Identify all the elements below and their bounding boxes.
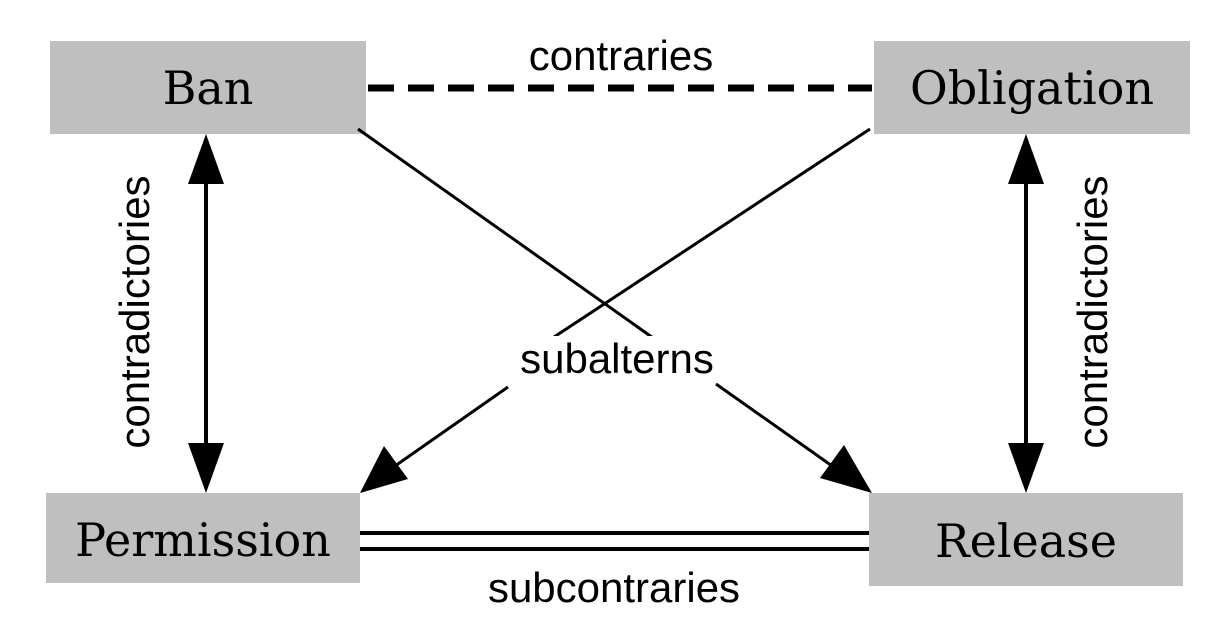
release-box: Release xyxy=(869,493,1183,586)
left-contradictories-arrowhead-up xyxy=(188,134,224,184)
ban-box: Ban xyxy=(50,41,366,134)
left-contradictories-arrowhead-down xyxy=(188,443,224,493)
obligation-label: Obligation xyxy=(910,61,1154,115)
right-contradictories-label: contradictories xyxy=(1069,175,1116,448)
obligation-to-permission-line-lower xyxy=(394,385,509,468)
permission-label: Permission xyxy=(75,513,331,567)
obligation-box: Obligation xyxy=(874,41,1190,134)
left-contradictories-label: contradictories xyxy=(111,175,158,448)
right-contradictories-arrowhead-up xyxy=(1008,134,1044,184)
subcontraries-label: subcontraries xyxy=(488,564,740,611)
obligation-to-permission-arrowhead xyxy=(360,446,408,493)
subalterns-label: subalterns xyxy=(520,335,714,382)
contraries-label: contraries xyxy=(529,32,713,79)
ban-to-release-arrowhead xyxy=(820,445,872,493)
ban-label: Ban xyxy=(163,61,254,115)
ban-to-release-line-upper xyxy=(357,127,657,342)
subalterns-label-background xyxy=(500,336,734,382)
obligation-to-permission-line-upper xyxy=(550,127,871,341)
ban-to-release-line-lower xyxy=(715,382,836,470)
permission-box: Permission xyxy=(46,493,360,583)
release-label: Release xyxy=(935,514,1117,568)
right-contradictories-arrowhead-down xyxy=(1008,443,1044,493)
